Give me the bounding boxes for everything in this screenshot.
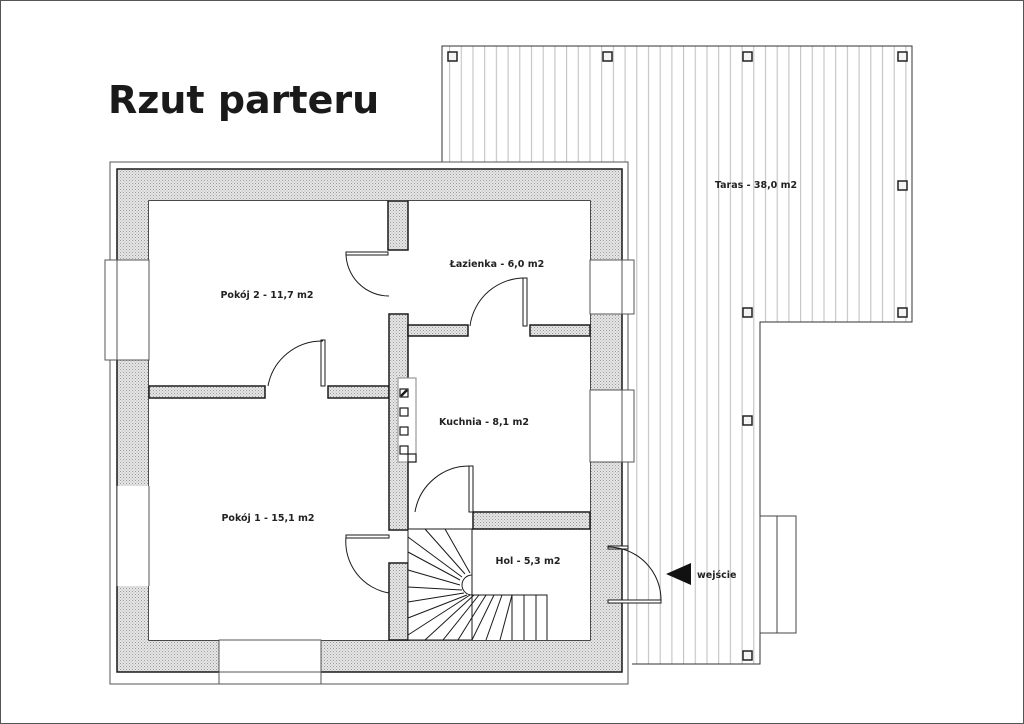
room-label-pokoj2: Pokój 2 - 11,7 m2 (220, 290, 313, 301)
staircase (407, 528, 548, 641)
terrace-steps (759, 515, 797, 634)
entrance-label: wejście (697, 570, 736, 581)
windows (104, 259, 635, 685)
room-label-hol: Hol - 5,3 m2 (496, 556, 561, 567)
plan-title: Rzut parteru (108, 78, 380, 122)
room-label-taras: Taras - 38,0 m2 (715, 180, 797, 191)
doors (267, 251, 662, 604)
room-label-pokoj1: Pokój 1 - 15,1 m2 (221, 513, 314, 524)
terrace (441, 45, 913, 665)
room-label-lazienka: Łazienka - 6,0 m2 (449, 259, 544, 270)
entrance-arrow-icon (666, 563, 691, 585)
room-label-kuchnia: Kuchnia - 8,1 m2 (439, 417, 529, 428)
chimney-ducts (397, 377, 417, 463)
room-labels: Pokój 2 - 11,7 m2 Łazienka - 6,0 m2 Kuch… (220, 180, 797, 581)
terrace-posts (447, 51, 908, 661)
